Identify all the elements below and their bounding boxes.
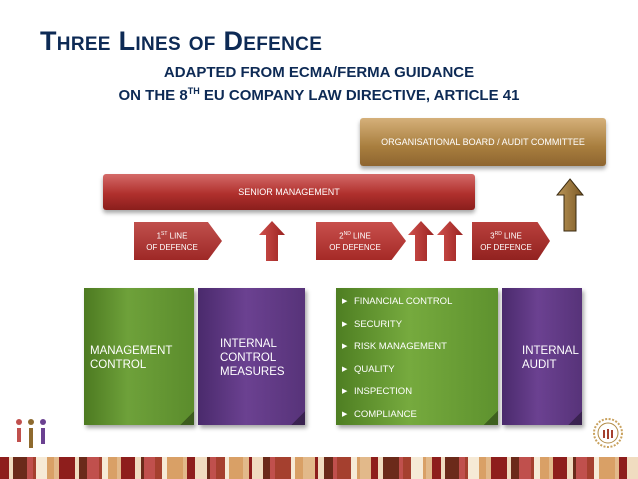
- line-3-num: 3: [490, 231, 495, 241]
- third-line-of-defence: 3RD LINE OF DEFENCE: [472, 222, 550, 260]
- decorative-stripe: [0, 457, 638, 479]
- line-2-num: 2: [339, 231, 344, 241]
- line-1-sup: ST: [161, 231, 168, 238]
- bullet-icon: ▶: [342, 343, 348, 350]
- line-1-of: OF DEFENCE: [146, 242, 198, 252]
- function-item-label: INSPECTION: [354, 386, 413, 397]
- line-3-of: OF DEFENCE: [480, 242, 532, 252]
- bullet-icon: ▶: [342, 388, 348, 395]
- board-bar: ORGANISATIONAL BOARD / AUDIT COMMITTEE: [360, 118, 606, 166]
- corner-fold: [291, 411, 305, 425]
- logo-icon: [14, 417, 48, 456]
- function-item: ▶ RISK MANAGEMENT: [342, 341, 452, 364]
- subtitle-line-2-post: EU COMPANY LAW DIRECTIVE, ARTICLE 41: [199, 87, 520, 104]
- page-title: Three Lines of Defence: [40, 26, 323, 56]
- subtitle-line-1: ADAPTED FROM ECMA/FERMA GUIDANCE: [163, 64, 475, 81]
- second-line-functions-panel: ▶ FINANCIAL CONTROL ▶ SECURITY ▶ RISK MANAGEM…: [336, 288, 498, 425]
- function-item: ▶ COMPLIANCE: [342, 409, 452, 432]
- second-line-items-list: ▶ FINANCIAL CONTROL ▶ SECURITY ▶ RISK MANAGEM…: [342, 296, 452, 431]
- corner-fold: [484, 411, 498, 425]
- subtitle-line-2: ON THE 8TH EU COMPANY LAW DIRECTIVE, ART…: [0, 86, 638, 104]
- bullet-icon: ▶: [342, 410, 348, 418]
- management-control-panel: MANAGEMENT CONTROL: [84, 288, 194, 425]
- up-arrow-icon: [407, 220, 435, 262]
- function-item: ▶ QUALITY: [342, 364, 452, 387]
- function-item: ▶ FINANCIAL CONTROL: [342, 296, 452, 319]
- function-item-label: FINANCIAL CONTROL: [354, 296, 453, 307]
- bullet-icon: ▶: [342, 365, 348, 373]
- subtitle-line-2-sup: TH: [187, 86, 200, 96]
- internal-control-panel: INTERNAL CONTROL MEASURES: [198, 288, 305, 425]
- function-item: ▶ INSPECTION: [342, 386, 452, 409]
- internal-control-label: INTERNAL CONTROL MEASURES: [220, 338, 285, 378]
- badge-icon: [592, 417, 624, 454]
- function-item-label: SECURITY: [354, 318, 403, 330]
- senior-management-label: SENIOR MANAGEMENT: [238, 187, 340, 197]
- function-item-label: COMPLIANCE: [354, 408, 417, 420]
- up-arrow-icon: [258, 220, 286, 262]
- corner-fold: [568, 411, 582, 425]
- second-line-of-defence: 2ND LINE OF DEFENCE: [316, 222, 406, 260]
- line-2-word: LINE: [350, 231, 371, 241]
- function-item-label: RISK MANAGEMENT: [354, 341, 447, 352]
- line-2-of: OF DEFENCE: [329, 242, 381, 252]
- management-control-label: MANAGEMENT CONTROL: [90, 345, 173, 371]
- subtitle-line-2-pre: ON THE 8: [118, 87, 188, 104]
- up-arrow-icon: [556, 178, 584, 232]
- function-item-label: QUALITY: [354, 363, 395, 375]
- first-line-of-defence: 1ST LINE OF DEFENCE: [134, 222, 222, 260]
- up-arrow-icon: [436, 220, 464, 262]
- line-3-word: LINE: [501, 231, 522, 241]
- internal-audit-label: INTERNAL AUDIT: [522, 345, 579, 371]
- line-1-word: LINE: [167, 231, 188, 241]
- senior-management-bar: SENIOR MANAGEMENT: [103, 174, 475, 210]
- function-item: ▶ SECURITY: [342, 319, 452, 342]
- bullet-icon: ▶: [342, 320, 348, 328]
- line-2-sup: ND: [343, 231, 351, 238]
- line-3-sup: RD: [494, 231, 502, 238]
- board-label: ORGANISATIONAL BOARD / AUDIT COMMITTEE: [381, 136, 585, 147]
- internal-audit-panel: INTERNAL AUDIT: [502, 288, 582, 425]
- corner-fold: [180, 411, 194, 425]
- line-1-num: 1: [156, 231, 162, 241]
- bullet-icon: ▶: [342, 298, 348, 305]
